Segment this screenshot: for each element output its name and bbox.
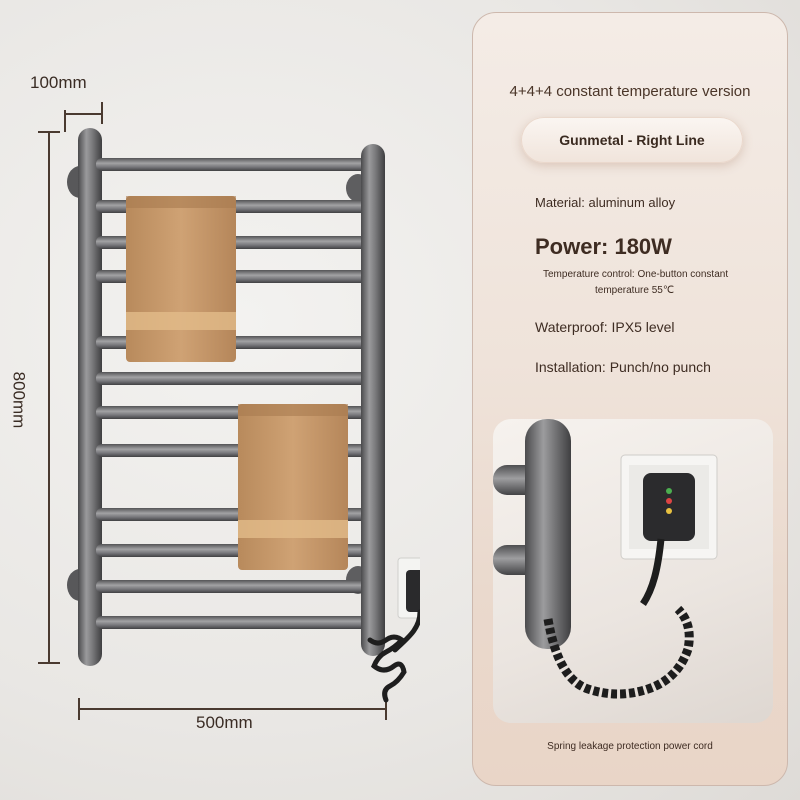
width-dimension-label: 500mm bbox=[196, 713, 253, 732]
plug-controller bbox=[406, 570, 420, 612]
left-upright bbox=[78, 128, 102, 666]
spec-material: Material: aluminum alloy bbox=[535, 195, 676, 210]
towel-rack-image bbox=[67, 128, 420, 703]
power-cord-photo bbox=[493, 419, 773, 723]
spec-waterproof: Waterproof: IPX5 level bbox=[535, 319, 675, 335]
coiled-cord bbox=[367, 609, 420, 703]
spec-temp-control-line1: Temperature control: One-button constant bbox=[543, 269, 729, 280]
spec-installation: Installation: Punch/no punch bbox=[535, 359, 711, 375]
right-upright bbox=[361, 144, 385, 656]
height-dimension-line bbox=[48, 131, 50, 662]
towel-upper bbox=[126, 196, 236, 362]
version-title: 4+4+4 constant temperature version bbox=[509, 83, 751, 100]
variant-badge: Gunmetal - Right Line bbox=[521, 117, 743, 163]
width-dimension-line bbox=[78, 708, 386, 710]
spec-panel: 4+4+4 constant temperature version Gunme… bbox=[472, 12, 788, 786]
towel-lower bbox=[238, 404, 348, 570]
depth-dimension-label: 100mm bbox=[30, 73, 87, 92]
power-cord-caption: Spring leakage protection power cord bbox=[547, 741, 713, 752]
spec-power: Power: 180W bbox=[535, 234, 672, 259]
spec-temp-control-line2: temperature 55℃ bbox=[595, 285, 675, 296]
horizontal-bars bbox=[96, 158, 368, 629]
depth-dimension-line bbox=[64, 113, 102, 115]
